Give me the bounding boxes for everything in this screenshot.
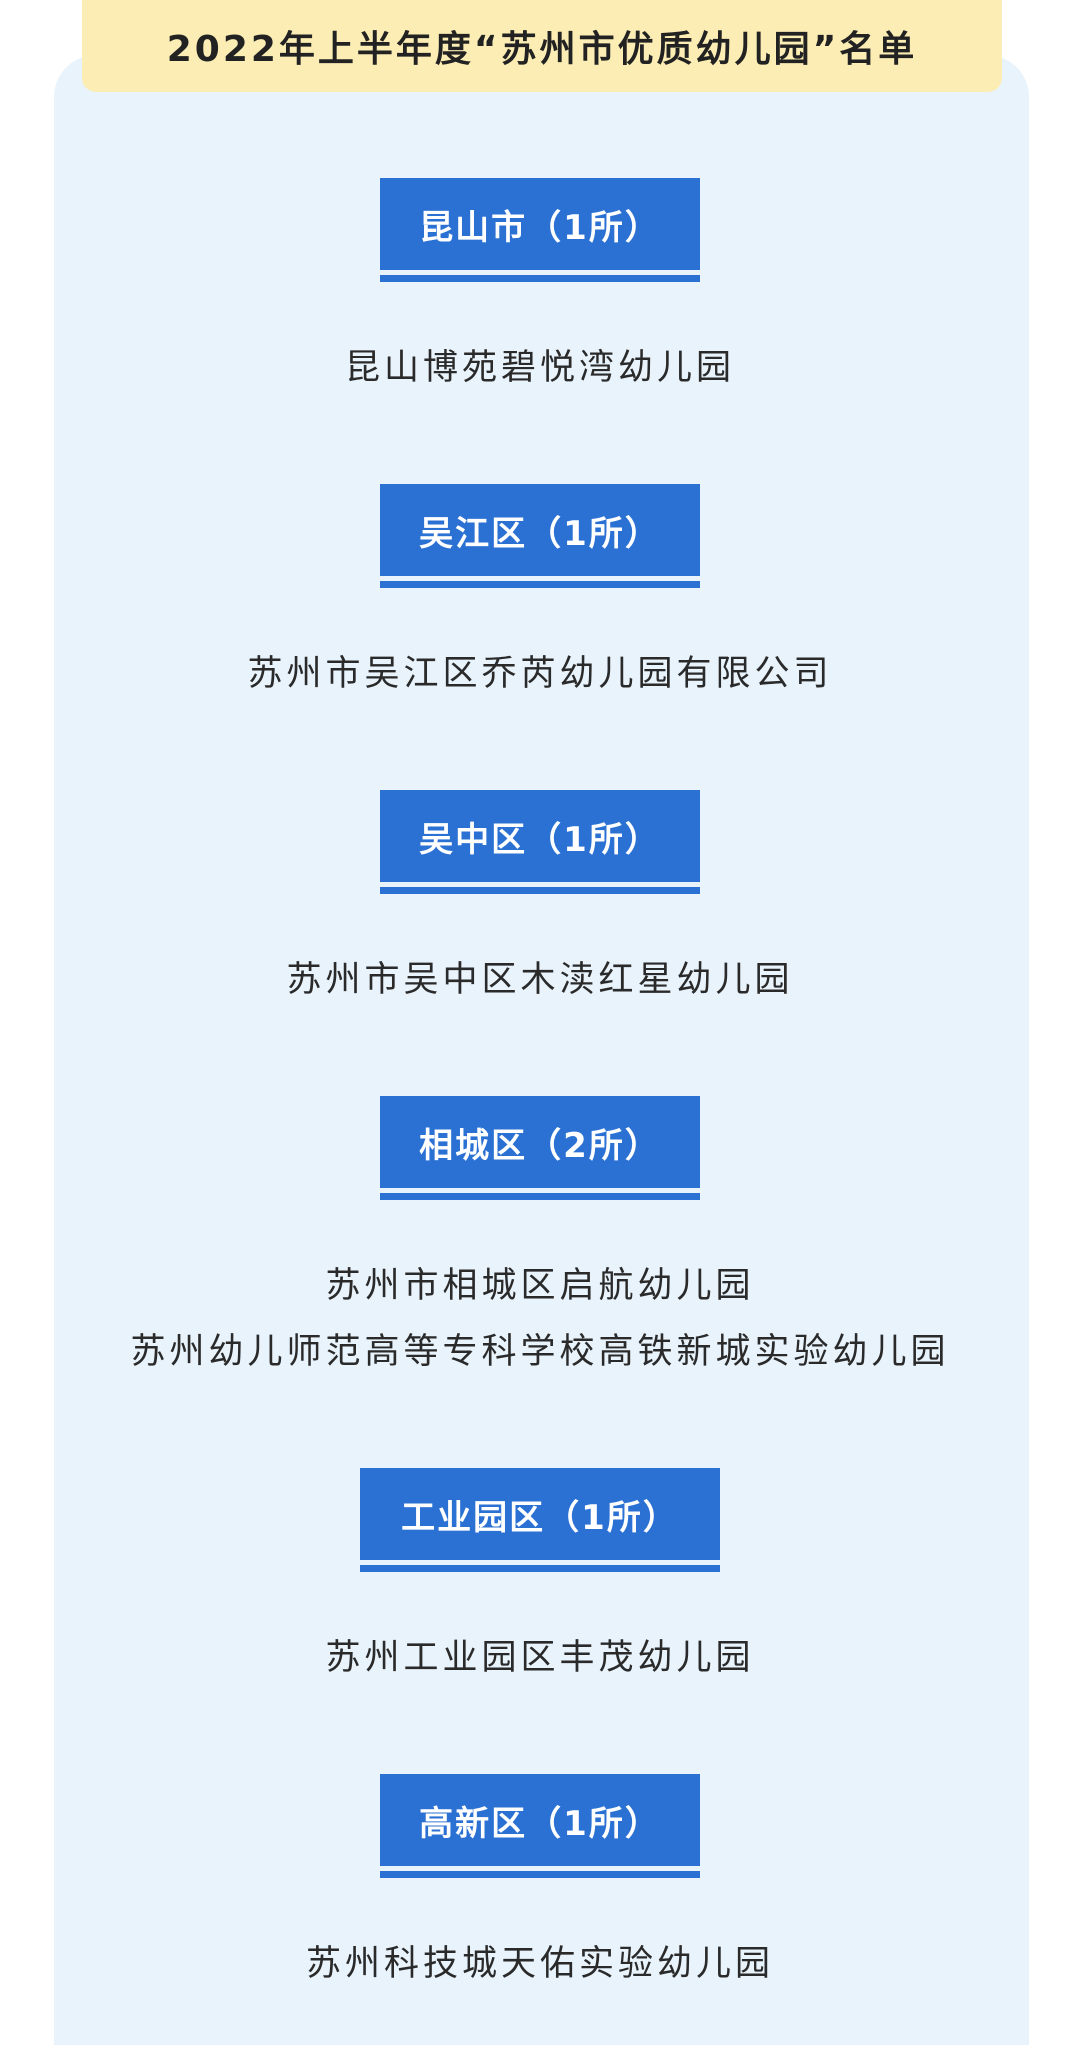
content-panel xyxy=(54,55,1029,2045)
district-label: 昆山市（1所） xyxy=(419,207,661,248)
kindergarten-list: 苏州市吴中区木渎红星幼儿园 xyxy=(0,947,1080,1013)
district-header-wujiang: 吴江区（1所） xyxy=(380,484,700,588)
kindergarten-item: 苏州市吴中区木渎红星幼儿园 xyxy=(286,960,794,1000)
kindergarten-list: 苏州工业园区丰茂幼儿园 xyxy=(0,1625,1080,1691)
kindergarten-item: 苏州工业园区丰茂幼儿园 xyxy=(325,1638,755,1678)
kindergarten-item: 苏州科技城天佑实验幼儿园 xyxy=(305,1944,774,1984)
district-header-industrial-park: 工业园区（1所） xyxy=(360,1468,720,1572)
kindergarten-item: 苏州市吴江区乔芮幼儿园有限公司 xyxy=(247,654,833,694)
district-label: 工业园区（1所） xyxy=(401,1497,679,1538)
district-label: 高新区（1所） xyxy=(419,1803,661,1844)
district-header-kunshan: 昆山市（1所） xyxy=(380,178,700,282)
page-title: 2022年上半年度“苏州市优质幼儿园”名单 xyxy=(166,29,918,70)
kindergarten-list: 苏州市相城区启航幼儿园 苏州幼儿师范高等专科学校高铁新城实验幼儿园 xyxy=(0,1253,1080,1385)
kindergarten-list: 苏州市吴江区乔芮幼儿园有限公司 xyxy=(0,641,1080,707)
district-label: 相城区（2所） xyxy=(419,1125,661,1166)
kindergarten-item: 苏州幼儿师范高等专科学校高铁新城实验幼儿园 xyxy=(130,1332,950,1372)
district-header-wuzhong: 吴中区（1所） xyxy=(380,790,700,894)
kindergarten-list: 苏州科技城天佑实验幼儿园 xyxy=(0,1931,1080,1997)
district-label: 吴江区（1所） xyxy=(419,513,661,554)
kindergarten-item: 苏州市相城区启航幼儿园 xyxy=(325,1266,755,1306)
title-banner: 2022年上半年度“苏州市优质幼儿园”名单 xyxy=(82,0,1002,92)
district-header-high-tech: 高新区（1所） xyxy=(380,1774,700,1878)
district-header-xiangcheng: 相城区（2所） xyxy=(380,1096,700,1200)
kindergarten-list: 昆山博苑碧悦湾幼儿园 xyxy=(0,335,1080,401)
kindergarten-item: 昆山博苑碧悦湾幼儿园 xyxy=(344,348,735,388)
district-label: 吴中区（1所） xyxy=(419,819,661,860)
